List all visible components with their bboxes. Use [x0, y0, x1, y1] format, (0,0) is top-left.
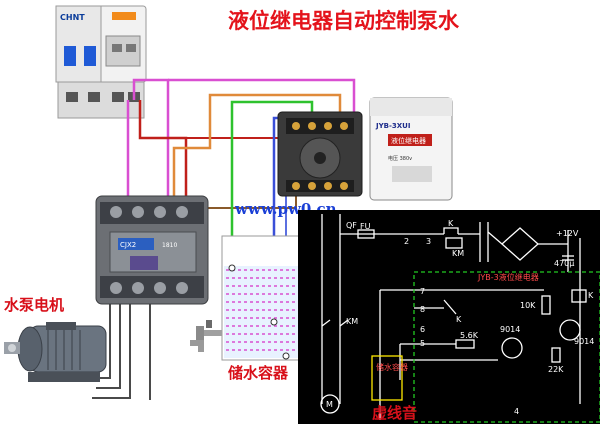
pump-motor-label: 水泵电机	[4, 296, 64, 314]
contactor-model-sub: 1810	[162, 242, 177, 249]
sch-km: KM	[346, 317, 358, 326]
sch-node-4: 4	[514, 407, 519, 416]
sch-relay-k: K	[588, 291, 594, 300]
sch-voltage: +12V	[556, 229, 579, 238]
sch-k-top: K	[448, 219, 454, 228]
sch-k-contact: K	[456, 315, 462, 324]
sch-t1: 9014	[500, 325, 520, 334]
relay-name: 液位继电器	[391, 136, 426, 145]
pump-motor	[4, 322, 107, 382]
tank-label: 储水容器	[228, 364, 289, 382]
sch-node-3: 3	[426, 237, 431, 246]
svg-text:储水容器: 储水容器	[376, 362, 408, 372]
level-relay-device: JYB-3XUI 液位继电器 电压 380v	[369, 97, 453, 201]
sch-r1: 10K	[520, 301, 536, 310]
relay-spec: 电压 380v	[388, 155, 412, 162]
water-tank	[221, 235, 303, 361]
sch-qf: QF	[346, 221, 357, 230]
sch-motor: M	[326, 400, 333, 409]
breaker-toggle-1	[64, 46, 76, 66]
sch-km-coil: KM	[452, 249, 464, 258]
circuit-breaker: CHNT	[55, 5, 147, 119]
relay-boundary	[413, 271, 600, 423]
dashed-note: 虚线音	[372, 404, 417, 422]
sch-node-6: 6	[420, 325, 425, 334]
sch-r2: 5.6K	[460, 331, 479, 340]
sch-r3: 22K	[548, 365, 564, 374]
faucet-icon	[190, 320, 222, 352]
sch-node-8: 8	[420, 305, 425, 314]
schematic-panel: QF FU K KM KM M +12V 470μ K JYB-3液位继电器 1…	[298, 210, 600, 424]
relay-socket	[277, 111, 363, 197]
contactor: CJX2 1810	[95, 195, 209, 305]
sch-node-7: 7	[420, 287, 425, 296]
sch-tank-text: 储水容器	[376, 362, 408, 372]
sch-node-5: 5	[420, 339, 425, 348]
breaker-orange-tag	[112, 12, 136, 20]
breaker-toggle-2	[84, 46, 96, 66]
sch-capacitor: 470μ	[554, 259, 574, 268]
sch-t2: 9014	[574, 337, 594, 346]
sch-relay-title: JYB-3液位继电器	[477, 272, 539, 282]
diagram-title: 液位继电器自动控制泵水	[228, 9, 460, 33]
sch-fu: FU	[360, 222, 371, 231]
contactor-model: CJX2	[120, 241, 136, 249]
breaker-brand-label: CHNT	[60, 13, 85, 22]
sch-node-2: 2	[404, 237, 409, 246]
relay-brand: JYB-3XUI	[375, 122, 410, 130]
